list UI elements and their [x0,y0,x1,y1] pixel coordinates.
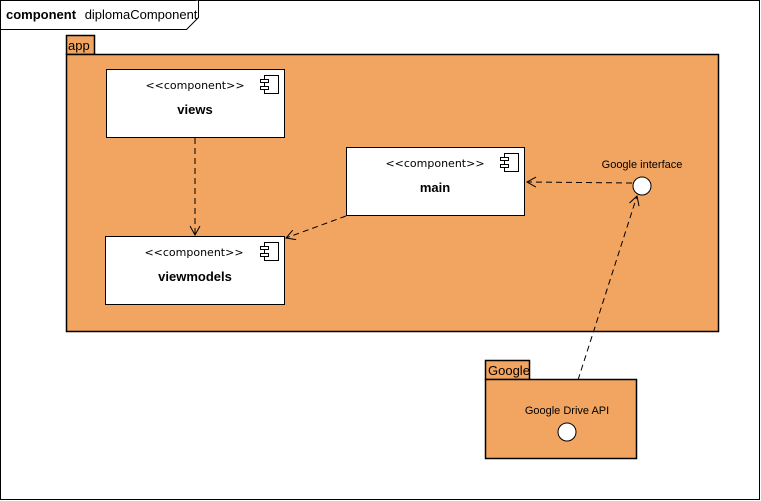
dependency-drive-api-to-interface[interactable] [577,195,640,381]
component-viewmodels-stereotype: <<component>> [144,246,243,259]
interface-google-label: Google interface [602,159,683,171]
component-viewmodels[interactable]: <<component>> viewmodels [105,236,285,305]
component-viewmodels-box [105,236,285,305]
component-icon [500,153,519,172]
package-app-label: app [68,38,90,53]
interface-google-drive-api-label: Google Drive API [525,405,609,417]
component-main-box [346,147,525,216]
frame-title: component diplomaComponent [6,7,198,22]
interface-google-circle [632,176,652,196]
dependency-interface-to-main[interactable] [525,176,633,188]
component-views-name: views [177,102,212,117]
component-main[interactable]: <<component>> main [346,147,525,216]
component-main-name: main [420,180,450,195]
component-main-stereotype: <<component>> [385,157,484,170]
interface-google[interactable]: Google interface [602,159,683,196]
component-icon [260,242,279,261]
interface-google-drive-api-circle [557,422,577,442]
package-google-body [484,378,638,460]
component-viewmodels-name: viewmodels [158,269,232,284]
package-google[interactable]: Google [484,359,638,460]
dependency-main-to-viewmodels[interactable] [285,215,347,241]
frame-keyword: component [6,7,77,22]
component-views-stereotype: <<component>> [145,79,244,92]
interface-google-drive-api[interactable]: Google Drive API [525,405,609,442]
component-views-box [106,69,285,138]
component-views[interactable]: <<component>> views [106,69,285,138]
frame-title-tab [0,0,199,30]
frame-name: diplomaComponent [85,7,198,22]
package-google-label: Google [488,363,530,378]
component-icon [260,75,279,94]
